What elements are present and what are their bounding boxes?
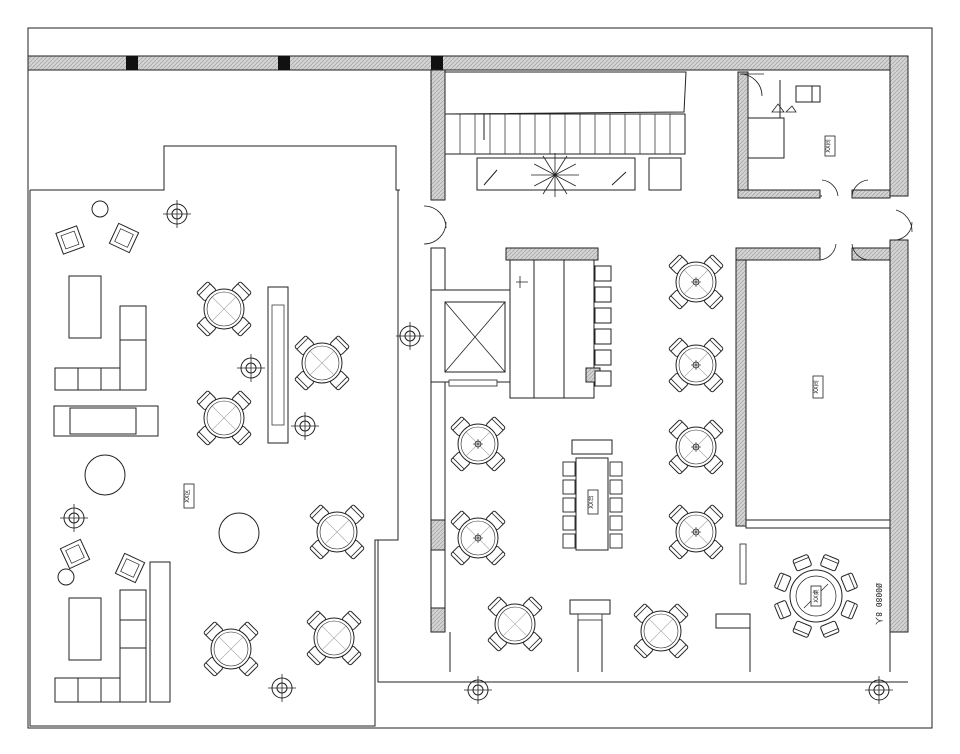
door-swing xyxy=(895,209,913,241)
column-marker-icon xyxy=(162,199,192,229)
round-table-4-seats-icon xyxy=(668,419,723,474)
column-marker-icon xyxy=(864,675,894,705)
door-swing xyxy=(423,205,447,245)
round-table-4-seats-icon xyxy=(668,254,723,309)
round-table-4-seats-icon xyxy=(203,621,258,676)
bar-counter xyxy=(505,247,612,399)
round-table-4-seats-icon xyxy=(294,335,349,390)
column-marker-icon xyxy=(290,411,320,441)
round-table-icon xyxy=(84,454,126,496)
round-table-8-seats: XX桌 xyxy=(773,553,859,639)
round-table-4-seats-icon xyxy=(309,504,364,559)
column-marker-icon xyxy=(267,673,297,703)
center-table-label: XX台 xyxy=(587,495,595,508)
sheet-border xyxy=(27,27,933,729)
right-wall xyxy=(889,55,909,633)
toilet-icon xyxy=(795,85,821,103)
round-table-4-seats-icon xyxy=(306,610,361,665)
left-zone xyxy=(29,145,908,727)
round-table-4-seats-icon xyxy=(450,416,505,471)
round-table-4-seats-icon xyxy=(450,510,505,565)
round-table-icon xyxy=(218,512,260,554)
round-table-4-seats-icon xyxy=(668,337,723,392)
wc-tag: XX间 xyxy=(824,139,832,152)
column-marker-icon xyxy=(463,675,493,705)
plant-icon xyxy=(531,153,579,197)
lounge-furniture: XX区 xyxy=(53,200,289,703)
round-table-4-seats-icon xyxy=(633,603,688,658)
stair-icon xyxy=(444,71,687,197)
round-table-label: XX桌 xyxy=(812,589,820,602)
table-spec-label: Ø0080 8人 xyxy=(874,583,884,625)
column-marker-icon xyxy=(59,503,89,533)
room-label: XX间 xyxy=(812,380,820,393)
round-table-4-seats-icon xyxy=(487,596,542,651)
column-marker-icon xyxy=(236,353,266,383)
round-table-4-seats-icon xyxy=(668,504,723,559)
restroom: XX间 xyxy=(737,71,891,199)
long-table: XX台 xyxy=(562,439,623,551)
zone-label: XX区 xyxy=(184,489,191,502)
round-table-4-seats-icon xyxy=(196,390,251,445)
private-room: XX间 xyxy=(735,243,891,585)
column-marker-icon xyxy=(395,321,425,351)
lower-counters xyxy=(430,519,891,672)
top-wall xyxy=(27,55,909,71)
round-table-4-seats-icon xyxy=(196,281,251,336)
